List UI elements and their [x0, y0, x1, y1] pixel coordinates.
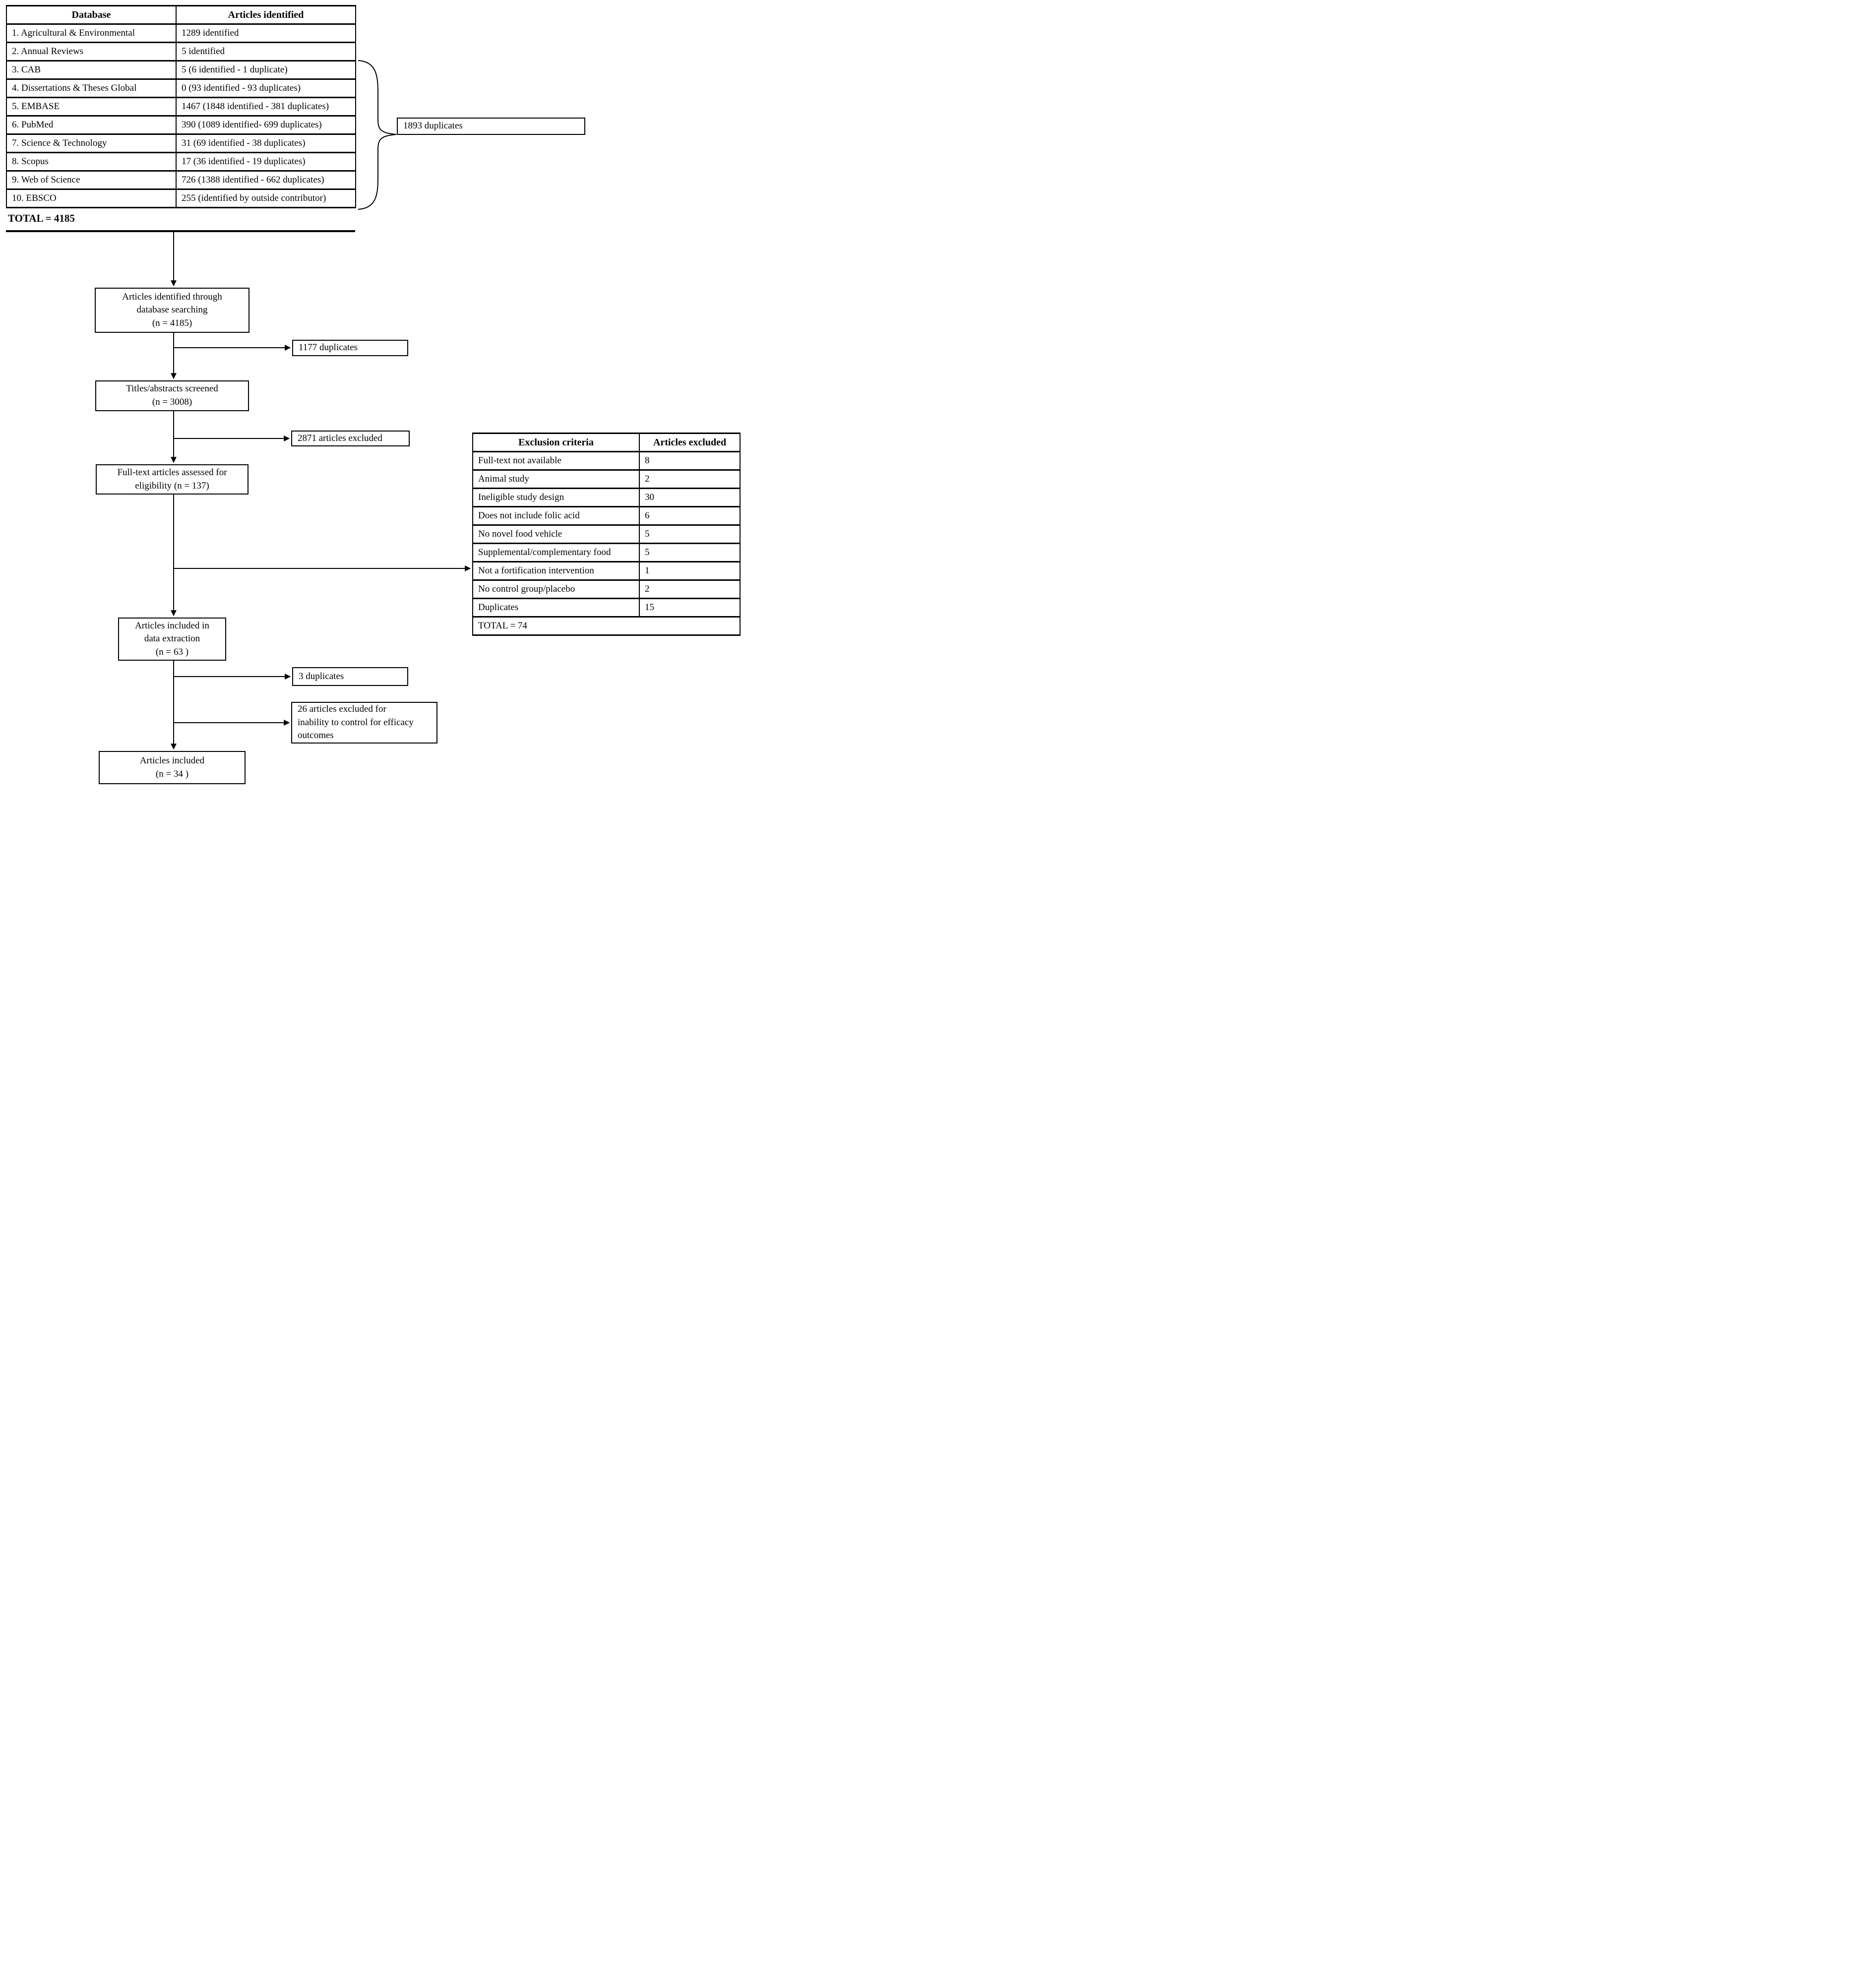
- db-cell-count: 17 (36 identified - 19 duplicates): [176, 152, 356, 172]
- excl-cell-count: 8: [639, 451, 741, 471]
- exclusion-criteria-table: Exclusion criteria Articles excluded Ful…: [472, 433, 741, 636]
- exclusion-table-total-row: TOTAL = 74: [472, 616, 741, 636]
- table-row: 3. CAB 5 (6 identified - 1 duplicate): [6, 60, 356, 80]
- box-1177-duplicates: 1177 duplicates: [292, 340, 408, 356]
- database-table-header-row: Database Articles identified: [6, 5, 356, 25]
- table-row: 10. EBSCO 255 (identified by outside con…: [6, 188, 356, 208]
- table-row: 7. Science & Technology 31 (69 identifie…: [6, 133, 356, 153]
- db-cell-count: 255 (identified by outside contributor): [176, 188, 356, 208]
- box-2871-articles-excluded: 2871 articles excluded: [291, 431, 410, 446]
- table-row: 2. Annual Reviews 5 identified: [6, 42, 356, 62]
- excl-cell-count: 6: [639, 506, 741, 526]
- excl-cell-criteria: No control group/placebo: [472, 579, 640, 599]
- table-row: Supplemental/complementary food 5: [472, 543, 741, 562]
- table-row: Ineligible study design 30: [472, 488, 741, 507]
- db-cell-name: 8. Scopus: [6, 152, 177, 172]
- excl-cell-criteria: Ineligible study design: [472, 488, 640, 507]
- table-row: 6. PubMed 390 (1089 identified- 699 dupl…: [6, 115, 356, 135]
- table-row: Does not include folic acid 6: [472, 506, 741, 526]
- excl-cell-criteria: Animal study: [472, 469, 640, 489]
- exclusion-total-label: TOTAL = 74: [472, 616, 741, 636]
- excl-cell-count: 5: [639, 524, 741, 544]
- excl-cell-criteria: No novel food vehicle: [472, 524, 640, 544]
- table-row: 5. EMBASE 1467 (1848 identified - 381 du…: [6, 97, 356, 117]
- db-cell-count: 390 (1089 identified- 699 duplicates): [176, 115, 356, 135]
- excl-cell-count: 5: [639, 543, 741, 562]
- database-table: Database Articles identified 1. Agricult…: [6, 5, 356, 208]
- table-row: Full-text not available 8: [472, 451, 741, 471]
- prisma-flow-diagram: Database Articles identified 1. Agricult…: [0, 0, 744, 795]
- box-26-articles-excluded: 26 articles excluded for inability to co…: [291, 702, 437, 744]
- table-row: Duplicates 15: [472, 598, 741, 618]
- db-col-header-database: Database: [6, 5, 177, 25]
- excl-cell-criteria: Not a fortification intervention: [472, 561, 640, 581]
- table-row: 9. Web of Science 726 (1388 identified -…: [6, 170, 356, 190]
- db-cell-name: 6. PubMed: [6, 115, 177, 135]
- db-cell-name: 10. EBSCO: [6, 188, 177, 208]
- db-cell-name: 9. Web of Science: [6, 170, 177, 190]
- table-row: 4. Dissertations & Theses Global 0 (93 i…: [6, 78, 356, 98]
- db-cell-count: 1289 identified: [176, 23, 356, 43]
- excl-col-header-criteria: Exclusion criteria: [472, 433, 640, 452]
- excl-cell-criteria: Duplicates: [472, 598, 640, 618]
- table-row: No control group/placebo 2: [472, 579, 741, 599]
- db-cell-count: 1467 (1848 identified - 381 duplicates): [176, 97, 356, 117]
- table-row: Animal study 2: [472, 469, 741, 489]
- excl-cell-count: 15: [639, 598, 741, 618]
- box-3-duplicates: 3 duplicates: [292, 667, 408, 686]
- excl-cell-count: 1: [639, 561, 741, 581]
- flow-connectors: [6, 60, 471, 750]
- db-cell-count: 0 (93 identified - 93 duplicates): [176, 78, 356, 98]
- table-row: Not a fortification intervention 1: [472, 561, 741, 581]
- database-total-label: TOTAL = 4185: [8, 212, 75, 224]
- db-cell-name: 2. Annual Reviews: [6, 42, 177, 62]
- db-cell-name: 7. Science & Technology: [6, 133, 177, 153]
- db-cell-count: 5 (6 identified - 1 duplicate): [176, 60, 356, 80]
- box-1893-duplicates: 1893 duplicates: [397, 118, 585, 135]
- excl-col-header-count: Articles excluded: [639, 433, 741, 452]
- db-cell-count: 5 identified: [176, 42, 356, 62]
- db-cell-count: 31 (69 identified - 38 duplicates): [176, 133, 356, 153]
- db-cell-count: 726 (1388 identified - 662 duplicates): [176, 170, 356, 190]
- table-row: 1. Agricultural & Environmental 1289 ide…: [6, 23, 356, 43]
- box-titles-abstracts-screened: Titles/abstracts screened (n = 3008): [95, 380, 249, 411]
- excl-cell-count: 2: [639, 579, 741, 599]
- table-row: 8. Scopus 17 (36 identified - 19 duplica…: [6, 152, 356, 172]
- db-cell-name: 1. Agricultural & Environmental: [6, 23, 177, 43]
- box-articles-included: Articles included (n = 34 ): [99, 751, 246, 784]
- table-row: No novel food vehicle 5: [472, 524, 741, 544]
- box-data-extraction: Articles included in data extraction (n …: [118, 618, 226, 661]
- exclusion-table-header-row: Exclusion criteria Articles excluded: [472, 433, 741, 452]
- box-fulltext-assessed: Full-text articles assessed for eligibil…: [96, 464, 248, 495]
- db-col-header-articles: Articles identified: [176, 5, 356, 25]
- db-cell-name: 3. CAB: [6, 60, 177, 80]
- excl-cell-criteria: Full-text not available: [472, 451, 640, 471]
- brace-duplicates: [358, 60, 397, 210]
- excl-cell-count: 30: [639, 488, 741, 507]
- db-cell-name: 5. EMBASE: [6, 97, 177, 117]
- box-articles-identified: Articles identified through database sea…: [95, 288, 249, 333]
- excl-cell-criteria: Does not include folic acid: [472, 506, 640, 526]
- db-cell-name: 4. Dissertations & Theses Global: [6, 78, 177, 98]
- excl-cell-count: 2: [639, 469, 741, 489]
- excl-cell-criteria: Supplemental/complementary food: [472, 543, 640, 562]
